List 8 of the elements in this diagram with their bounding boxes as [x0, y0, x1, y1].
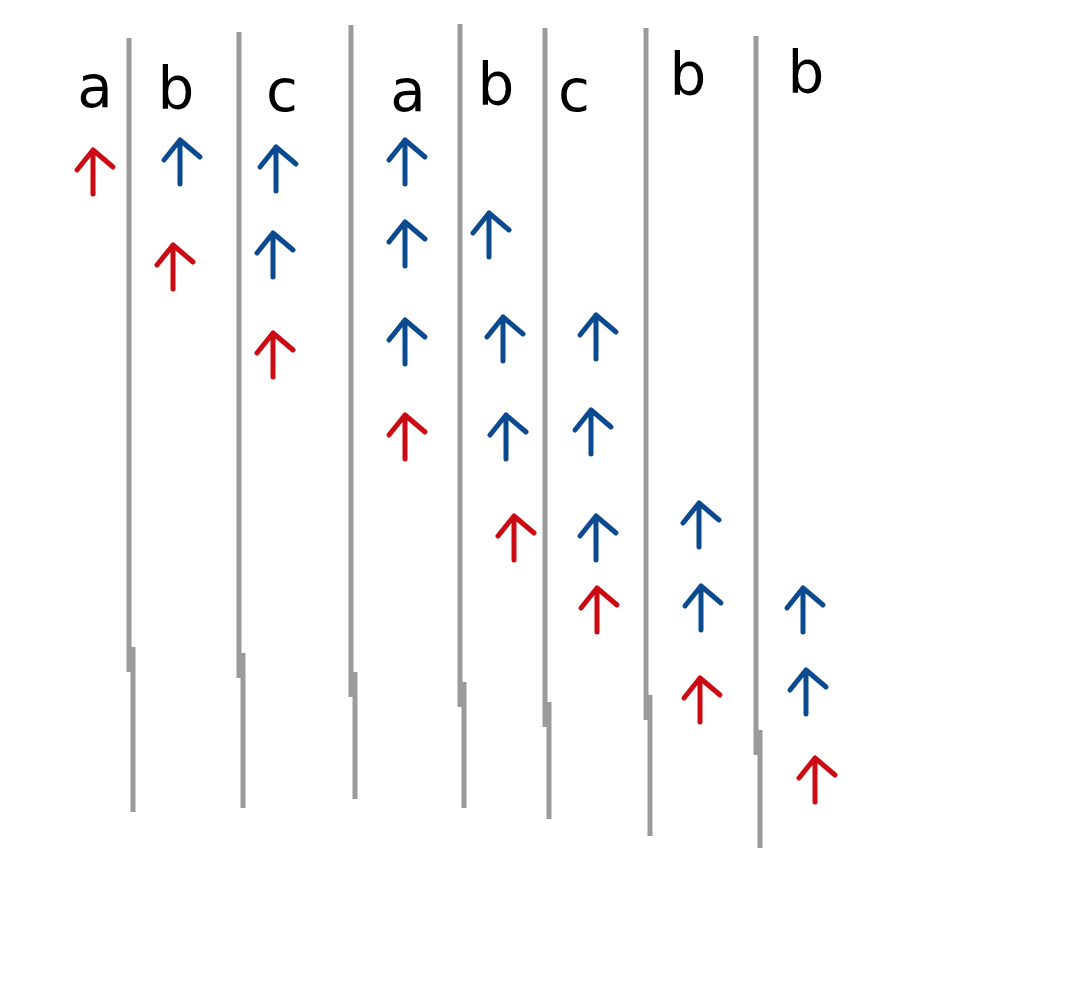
column-letter: c — [558, 62, 590, 120]
column-letter: a — [390, 62, 426, 120]
column-letter: a — [77, 58, 113, 116]
column-letter: b — [787, 44, 825, 102]
column-letter: b — [477, 56, 515, 114]
column-letter: b — [157, 60, 195, 118]
column-letter: b — [669, 46, 707, 104]
column-letter: c — [266, 62, 298, 120]
